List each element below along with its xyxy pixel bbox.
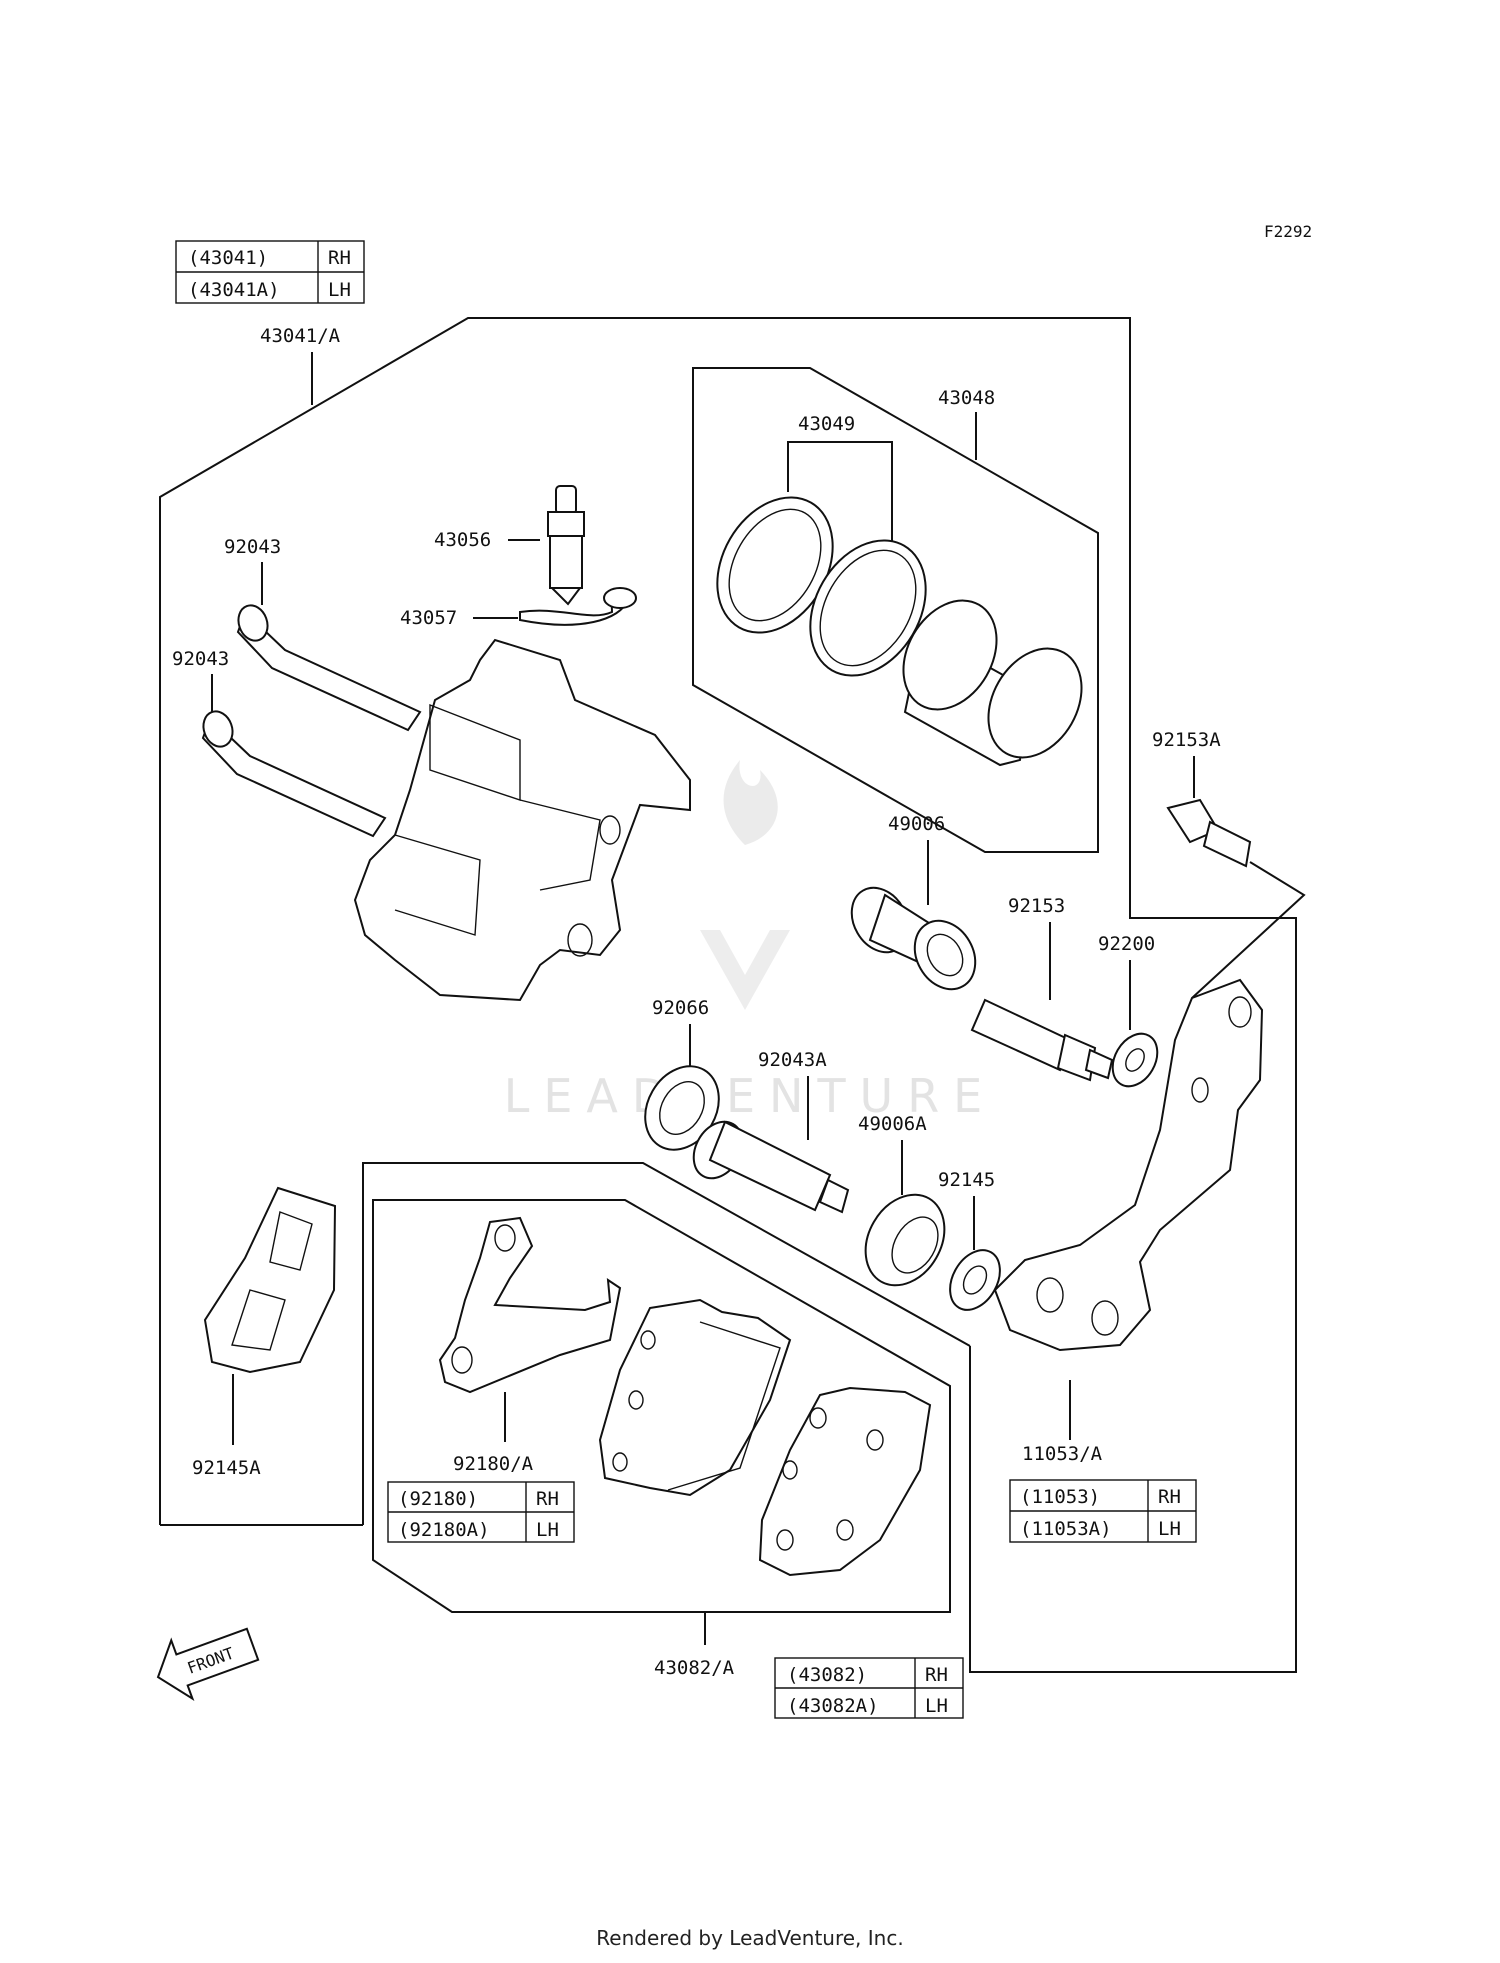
callout-92145: 92145 — [938, 1169, 995, 1191]
callout-92043-upper: 92043 — [224, 536, 281, 558]
figure-code: F2292 — [1264, 222, 1312, 241]
callout-43048: 43048 — [938, 387, 995, 409]
table-cell: RH — [1158, 1486, 1181, 1508]
callout-92200: 92200 — [1098, 933, 1155, 955]
table-cell: LH — [328, 279, 351, 301]
watermark-text: LEADVENTURE — [504, 1069, 997, 1123]
table-cell: (43041A) — [188, 279, 280, 301]
table-cell: RH — [925, 1664, 948, 1686]
callout-92043a: 92043A — [758, 1049, 827, 1071]
footer-credit: Rendered by LeadVenture, Inc. — [596, 1926, 904, 1950]
callout-92066: 92066 — [652, 997, 709, 1019]
bracket-group-outline — [969, 917, 1297, 1673]
piston — [902, 599, 1083, 767]
brake-pad-right — [758, 1386, 932, 1577]
caliper-variant-table: (43041) RH (43041A) LH — [175, 240, 365, 304]
table-cell: (43082) — [787, 1664, 867, 1686]
front-direction-arrow: FRONT — [156, 1627, 260, 1702]
caliper-group-outline — [159, 317, 1258, 1525]
washer — [1111, 1032, 1159, 1088]
callout-43057: 43057 — [400, 607, 457, 629]
callout-92153: 92153 — [1008, 895, 1065, 917]
callout-11053-a: 11053/A — [1022, 1443, 1103, 1465]
seal-kit-outline — [692, 367, 1099, 853]
leader-line — [787, 441, 893, 542]
bleeder-cap — [519, 587, 637, 626]
callout-43041-a: 43041/A — [260, 325, 341, 347]
callout-92043-lower: 92043 — [172, 648, 229, 670]
watermark-logo — [700, 760, 790, 1010]
callout-92145a: 92145A — [192, 1457, 261, 1479]
callout-43049: 43049 — [798, 413, 855, 435]
sleeve — [850, 886, 977, 991]
pad-variant-table: (43082) RH (43082A) LH — [774, 1657, 964, 1719]
table-cell: (92180) — [398, 1488, 478, 1510]
table-cell: LH — [536, 1519, 559, 1541]
ring — [949, 1249, 1001, 1311]
slide-pin-lower — [201, 710, 387, 838]
guide-bolt — [970, 998, 1114, 1082]
callout-49006: 49006 — [888, 813, 945, 835]
table-cell: LH — [1158, 1518, 1181, 1540]
callout-92180-a: 92180/A — [453, 1453, 534, 1475]
callout-49006a: 49006A — [858, 1113, 927, 1135]
brake-pad-left — [598, 1298, 792, 1497]
shim-variant-table: (92180) RH (92180A) LH — [387, 1481, 575, 1543]
table-cell: RH — [536, 1488, 559, 1510]
callout-92153a: 92153A — [1152, 729, 1221, 751]
bleeder-valve — [547, 485, 585, 606]
callout-43082-a: 43082/A — [654, 1657, 735, 1679]
table-cell: (43082A) — [787, 1695, 879, 1717]
table-cell: (43041) — [188, 247, 268, 269]
pad-inner-outline — [372, 1199, 951, 1613]
caliper-bracket — [993, 978, 1264, 1352]
bracket-variant-table: (11053) RH (11053A) LH — [1009, 1479, 1197, 1543]
table-cell: (92180A) — [398, 1519, 490, 1541]
callout-43056: 43056 — [434, 529, 491, 551]
slide-pin-upper — [236, 604, 422, 732]
pad-shim — [438, 1216, 622, 1394]
caliper-body — [353, 638, 691, 1002]
seal-rings — [716, 496, 927, 677]
guide-pin-a — [692, 1120, 850, 1214]
table-cell: RH — [328, 247, 351, 269]
sleeve-a — [864, 1193, 946, 1287]
table-cell: (11053) — [1020, 1486, 1100, 1508]
pad-group-outline — [362, 1162, 971, 1525]
leader-line — [1191, 861, 1306, 999]
table-cell: (11053A) — [1020, 1518, 1112, 1540]
table-cell: LH — [925, 1695, 948, 1717]
mount-bolt-a — [1166, 798, 1252, 868]
pad-spring — [203, 1186, 337, 1374]
